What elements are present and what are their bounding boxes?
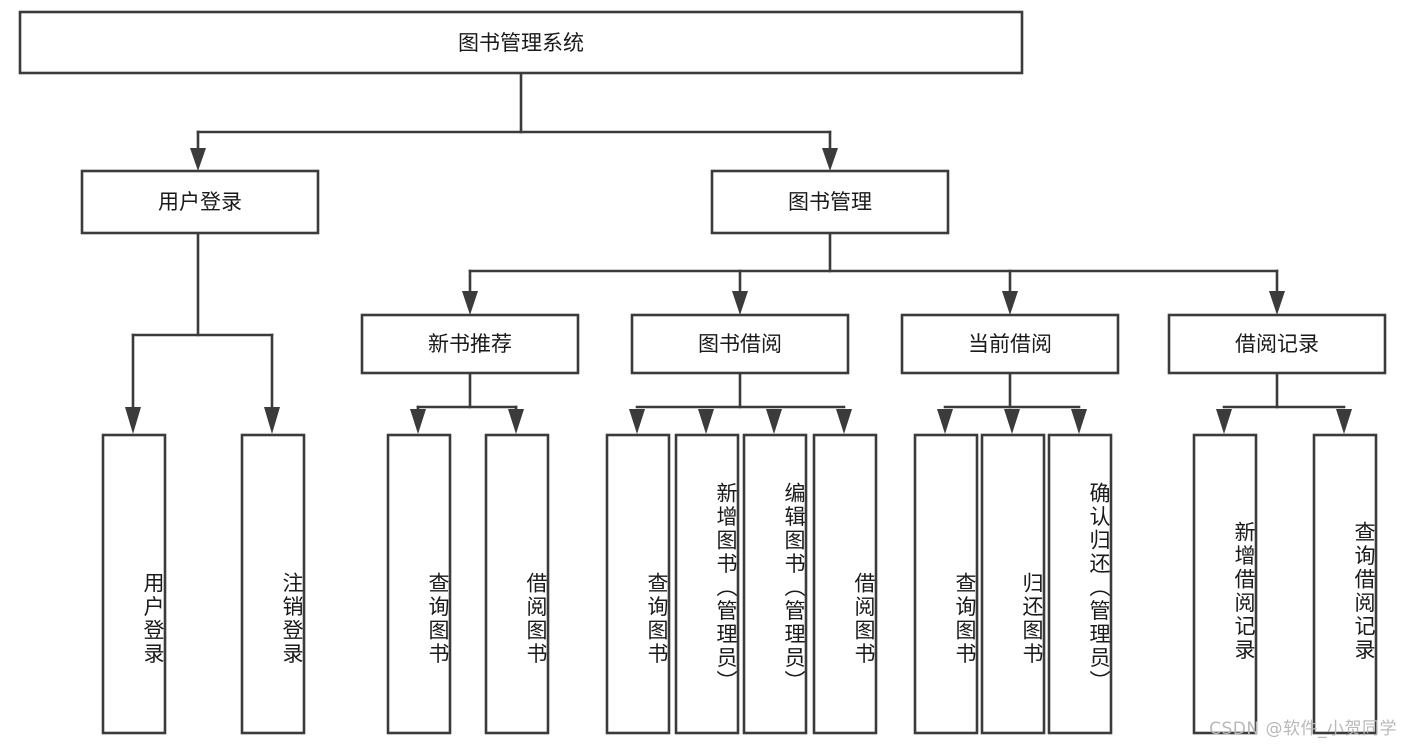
arrow-head-newbook [462, 291, 478, 315]
arrow-head-bookmgmt [822, 148, 838, 171]
leaf-book-borrow-3[interactable] [742, 433, 808, 735]
leaf-new-book-1[interactable] [386, 433, 452, 735]
node-book-borrow-label: 图书借阅 [698, 332, 782, 356]
leaf-borrow-record-2[interactable] [1312, 433, 1378, 735]
arrow-head-bookborrow [732, 291, 748, 315]
node-new-book-recommend-label: 新书推荐 [428, 332, 512, 356]
node-borrow-record[interactable] [1167, 313, 1387, 375]
arrow-head-leaf-b1 [629, 409, 645, 434]
node-new-book-recommend[interactable] [360, 313, 580, 375]
arrow-head-leaf-c2 [1004, 409, 1020, 434]
arrow-head-currentborrow [1002, 291, 1018, 315]
leaf-book-borrow-4[interactable] [812, 433, 878, 735]
arrow-head-leaf-n1 [410, 409, 426, 434]
arrow-head-userlogin [190, 148, 206, 171]
leaf-borrow-record-1[interactable] [1192, 433, 1258, 735]
node-book-management-label: 图书管理 [788, 190, 872, 214]
leaf-book-borrow-2[interactable] [674, 433, 740, 735]
arrow-head-leaf-c1 [937, 409, 953, 434]
arrow-head-leaf-r2 [1336, 409, 1352, 434]
arrow-head-leaf-u1 [125, 407, 141, 434]
node-root[interactable] [18, 10, 1024, 75]
watermark-text: CSDN @软件_小贺同学 [1209, 719, 1397, 739]
arrow-head-leaf-n2 [508, 409, 524, 434]
node-current-borrow[interactable] [900, 313, 1120, 375]
arrow-head-borrowrecord [1269, 291, 1285, 315]
node-borrow-record-label: 借阅记录 [1235, 332, 1319, 356]
connector-group [125, 71, 1352, 434]
arrow-head-leaf-b3 [766, 409, 782, 434]
leaf-current-borrow-3[interactable] [1047, 433, 1113, 735]
leaf-current-borrow-1[interactable] [913, 433, 979, 735]
node-book-borrow[interactable] [630, 313, 850, 375]
node-user-login-label: 用户登录 [158, 190, 242, 214]
leaf-new-book-2[interactable] [484, 433, 550, 735]
leaf-user-login-1[interactable] [101, 433, 167, 735]
leaf-book-borrow-1[interactable] [605, 433, 671, 735]
arrow-head-leaf-r1 [1216, 409, 1232, 434]
node-current-borrow-label: 当前借阅 [968, 332, 1052, 356]
arrow-head-leaf-c3 [1071, 409, 1087, 434]
arrow-head-leaf-b4 [836, 409, 852, 434]
arrow-head-leaf-b2 [698, 409, 714, 434]
arrow-head-leaf-u2 [264, 407, 280, 434]
leaf-current-borrow-2[interactable] [980, 433, 1046, 735]
node-book-management[interactable] [710, 169, 950, 235]
node-root-label: 图书管理系统 [458, 31, 584, 55]
leaf-user-login-2[interactable] [240, 433, 306, 735]
node-user-login[interactable] [80, 169, 320, 235]
